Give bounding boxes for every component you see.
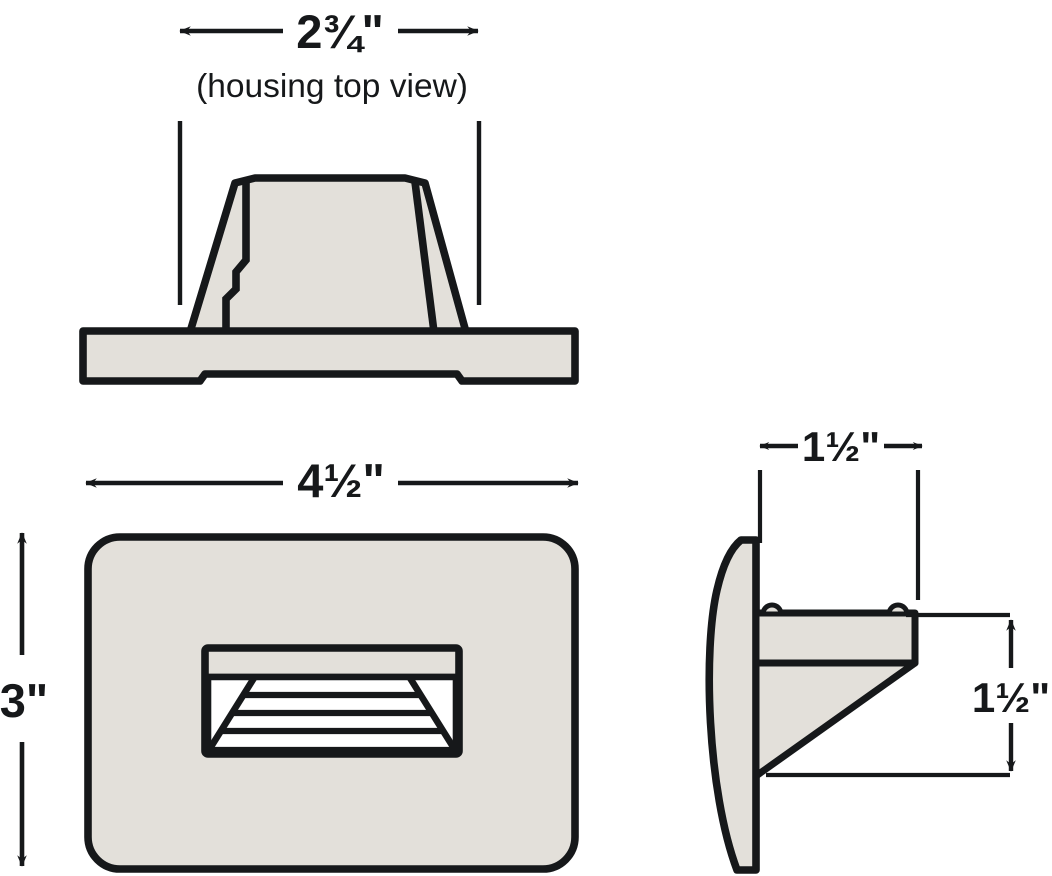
housing-top-view-note: (housing top view): [196, 68, 468, 105]
housing-top-view: 2¾" (housing top view): [79, 5, 579, 385]
side-body-upper-rectangle: [752, 609, 919, 667]
housing-width-dimension-label: 2¾": [296, 5, 384, 58]
housing-inner-wall-left-stepped: [222, 180, 250, 332]
faceplate-width-dimension-label: 4½": [297, 454, 385, 507]
faceplate-height-dimension-label: 3": [0, 674, 48, 727]
housing-inner-wall-right: [411, 181, 438, 333]
side-height-dimension-label: 1½": [972, 674, 1050, 721]
side-mounting-tab-1: [760, 602, 784, 617]
louver-taper-left: [206, 676, 257, 752]
side-faceplate-curved-profile: [705, 536, 760, 874]
side-mounting-tab-2: [886, 602, 910, 617]
side-depth-dimension-label: 1½": [802, 423, 880, 470]
faceplate-side-view: 1½" 1½": [705, 423, 1050, 874]
faceplate-front-view: 4½" 3": [0, 454, 579, 873]
housing-flange-plate: [79, 327, 579, 385]
louver-taper-right: [407, 676, 458, 752]
side-body-lower-taper: [752, 659, 919, 780]
